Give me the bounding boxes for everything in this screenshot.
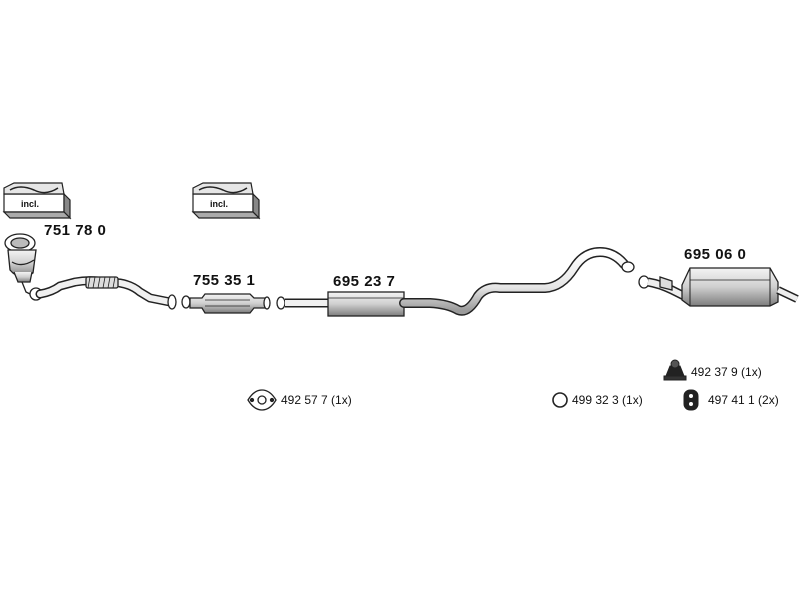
part-number-front-catalyst: 751 78 0 [44,222,107,239]
mounting-icon [663,359,687,381]
rubber-hanger-caption: 497 41 1 (2x) [708,393,779,407]
mounting-caption: 492 37 9 (1x) [691,365,762,379]
front-pipe [35,276,177,310]
ring-caption: 499 32 3 (1x) [572,393,643,407]
rear-silencer [638,267,799,307]
part-number-catalyst: 755 35 1 [193,272,256,289]
ring-icon [552,392,568,408]
incl-box-icon [2,182,72,220]
gasket-icon [247,389,277,411]
incl-badge-1: incl. [20,199,39,209]
intermediate-pipe [399,247,635,316]
gasket-caption: 492 57 7 (1x) [281,393,352,407]
incl-box-icon [191,182,261,220]
incl-badge-2: incl. [209,199,228,209]
front-catalyst [4,233,43,301]
part-number-rear-silencer: 695 06 0 [684,246,747,263]
catalyst [181,293,271,314]
middle-silencer [276,291,405,317]
rubber-hanger-icon [683,389,699,411]
part-number-middle-silencer: 695 23 7 [333,273,396,290]
